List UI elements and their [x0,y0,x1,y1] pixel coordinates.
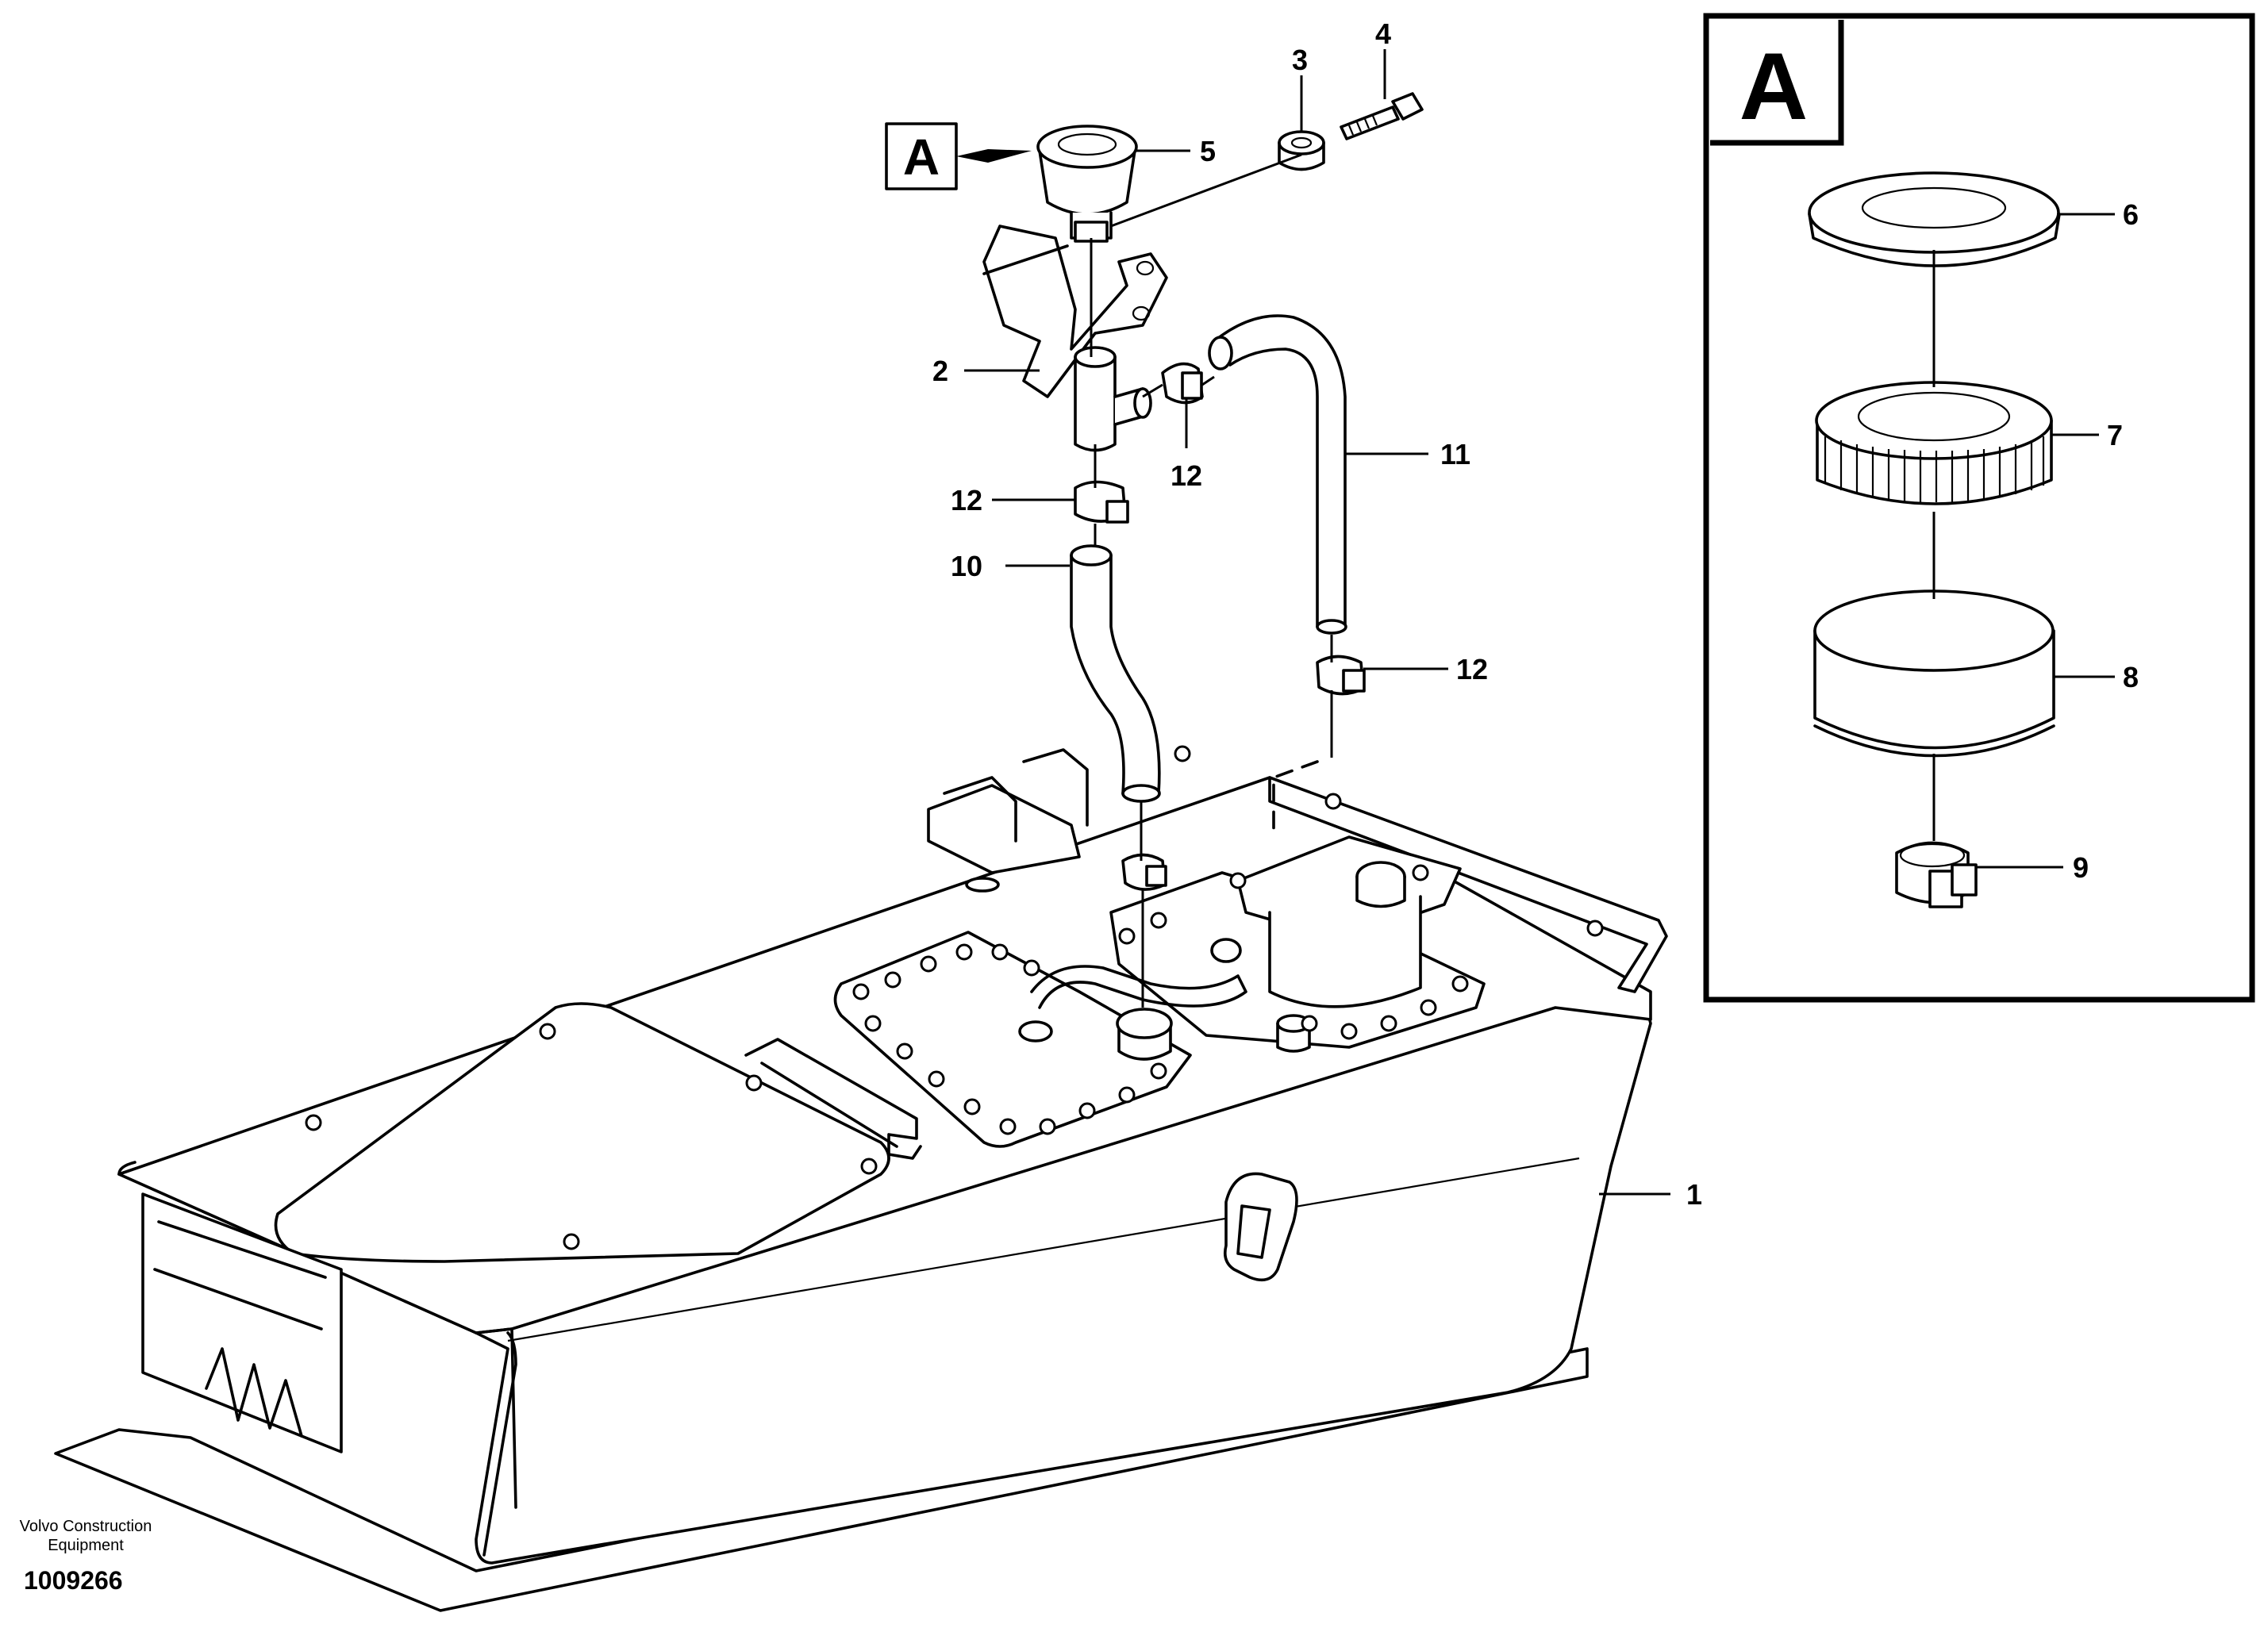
detail-callout-letter: A [903,129,940,186]
fuel-tank [54,745,1668,1612]
detail-view-letter: A [1739,33,1809,140]
hose-clamp [1074,480,1129,524]
part-label-12: 12 [1456,653,1488,685]
part-callouts: 1 2 3 4 5 6 7 8 9 10 11 12 12 [932,17,2139,1211]
part-label-5: 5 [1200,135,1216,167]
hose-clamp [1316,655,1366,696]
manufacturer-name-line2: Equipment [48,1537,124,1554]
tank-bolts [305,745,1604,1250]
hose-clamp [1895,841,1978,908]
mounting-bracket [982,225,1168,398]
part-label-4: 4 [1375,17,1391,50]
hose [1208,314,1347,635]
part-label-11: 11 [1440,438,1470,470]
detail-callout-tag: A [885,122,1032,190]
bolt [1340,92,1424,140]
part-label-3: 3 [1292,44,1308,76]
filter-element [1815,381,2053,505]
part-label-12: 12 [1171,459,1202,492]
part-label-9: 9 [2073,851,2089,884]
manufacturer-name: Volvo Construction Equipment [0,1517,171,1555]
part-label-1: 1 [1686,1178,1702,1211]
part-label-2: 2 [932,355,948,387]
hose [1070,544,1161,803]
manufacturer-name-line1: Volvo Construction [19,1518,152,1535]
breather-filter [1036,125,1138,243]
part-label-10: 10 [951,550,982,582]
detail-view-a: A [1703,13,2255,1003]
hose-clamp [1121,853,1167,891]
tee-fitting [1074,346,1152,452]
part-label-8: 8 [2123,661,2139,693]
filter-housing [1813,589,2055,758]
hose-clamp [1161,362,1204,405]
breather-assembly [982,92,1424,1008]
part-label-12: 12 [951,484,982,516]
part-label-7: 7 [2107,419,2123,451]
spacer [1278,130,1325,171]
drawing-number: 1009266 [24,1566,123,1595]
part-label-6: 6 [2123,198,2139,231]
filter-cover [1808,171,2061,267]
